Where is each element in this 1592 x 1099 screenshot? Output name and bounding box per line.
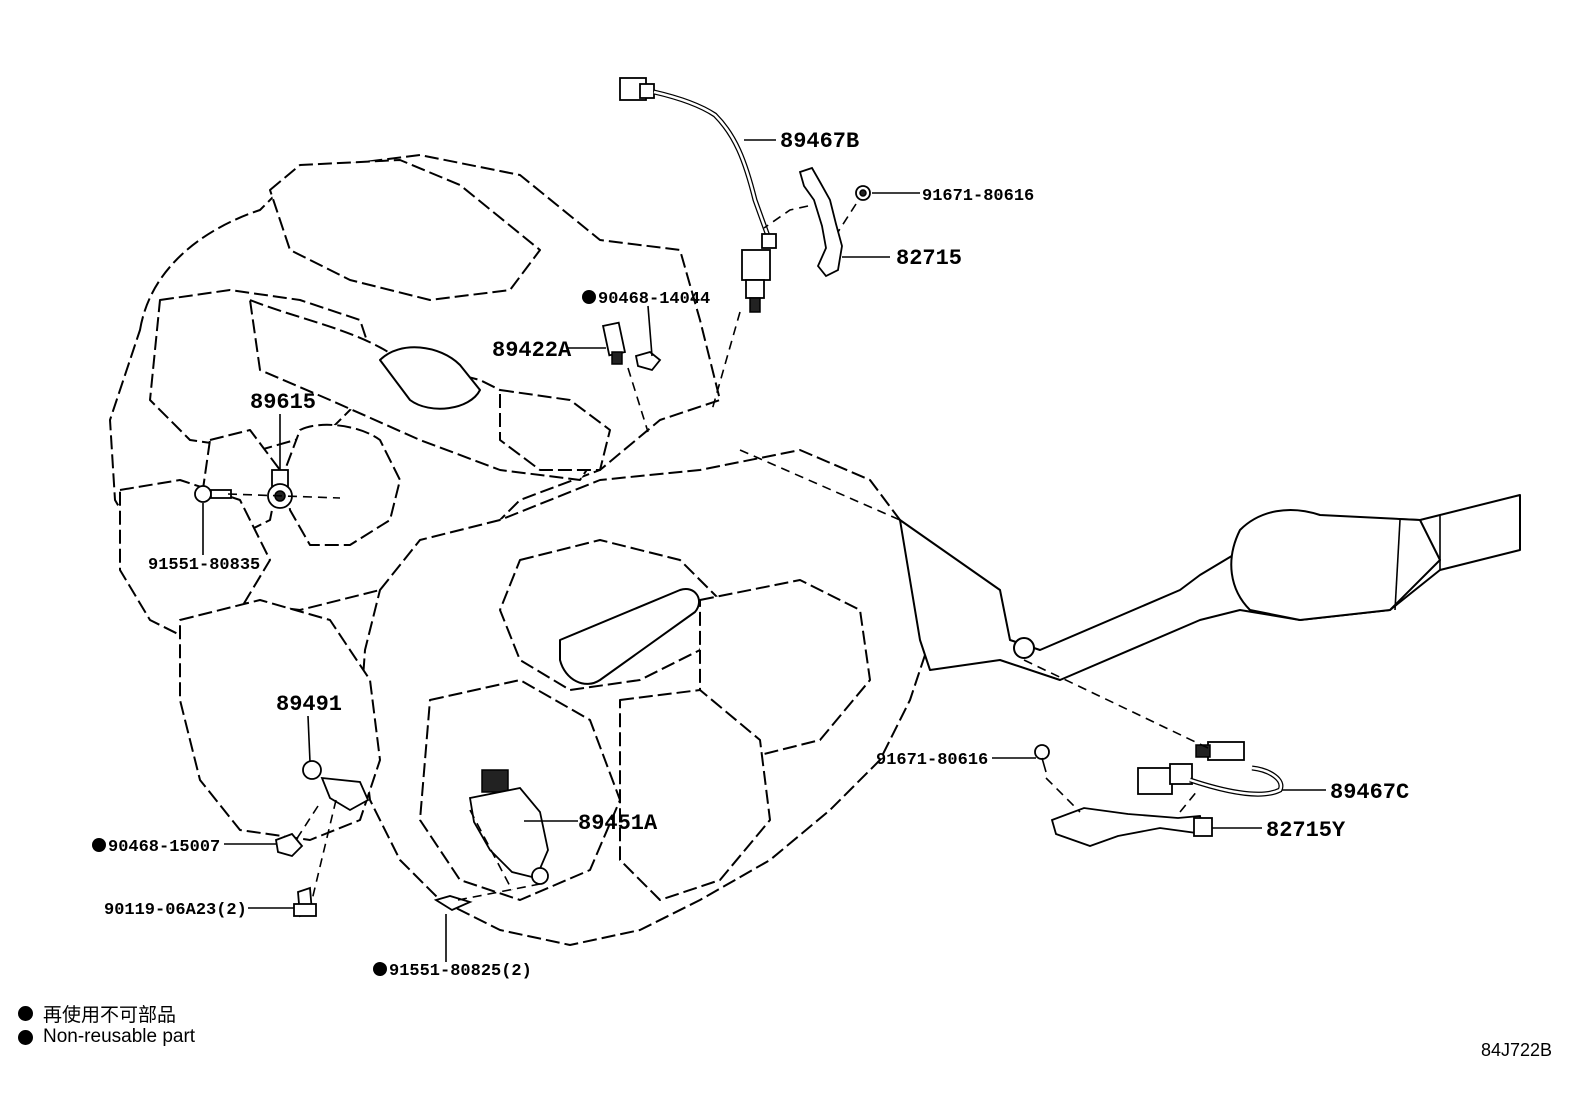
label-89615: 89615: [250, 390, 316, 415]
label-89491: 89491: [276, 692, 342, 717]
bullet-icon: [18, 1029, 33, 1045]
label-90119-06A23: 90119-06A23(2): [104, 901, 247, 920]
label-89467C: 89467C: [1330, 780, 1409, 805]
engine-assembly: [109, 154, 721, 641]
leader-lines: [202, 139, 1326, 962]
label-90468-14044: 90468-14044: [598, 290, 710, 309]
label-90468-15007: 90468-15007: [108, 838, 220, 857]
label-89451A: 89451A: [578, 811, 658, 836]
crank-position-sensor: [274, 760, 370, 918]
legend-text-en: Non-reusable part: [43, 1026, 196, 1047]
legend-japanese: 再使用不可部品: [18, 1000, 176, 1027]
neutral-start-switch: [433, 769, 549, 912]
label-91551-80835: 91551-80835: [148, 556, 260, 575]
label-89422A: 89422A: [492, 338, 572, 363]
temperature-sensor: [601, 321, 662, 372]
bullet-icon: [18, 1006, 33, 1021]
oxygen-sensor-upper: [619, 77, 777, 313]
illustration-code: 84J722B: [1480, 1040, 1552, 1060]
non-reusable-mark: [582, 290, 596, 304]
non-reusable-mark: [373, 962, 387, 976]
label-89467B: 89467B: [780, 129, 859, 154]
non-reusable-mark: [92, 838, 106, 852]
label-82715: 82715: [896, 246, 962, 271]
label-91671-bottom: 91671-80616: [876, 751, 988, 770]
oxygen-sensor-lower: [1137, 741, 1284, 797]
legend-english: Non-reusable part: [18, 1026, 195, 1048]
label-82715Y: 82715Y: [1266, 818, 1346, 843]
assembly-guide-lines: [227, 203, 1209, 901]
exhaust-system: [899, 494, 1521, 681]
label-91671-top: 91671-80616: [922, 187, 1034, 206]
sensor-bracket-upper: [798, 166, 871, 278]
sensor-bracket-lower: [1034, 744, 1213, 847]
label-91551-80825: 91551-80825(2): [389, 962, 532, 981]
legend-text-jp: 再使用不可部品: [43, 1005, 177, 1026]
part-labels: 89467B 91671-80616 82715 90468-14044 894…: [92, 129, 1409, 981]
